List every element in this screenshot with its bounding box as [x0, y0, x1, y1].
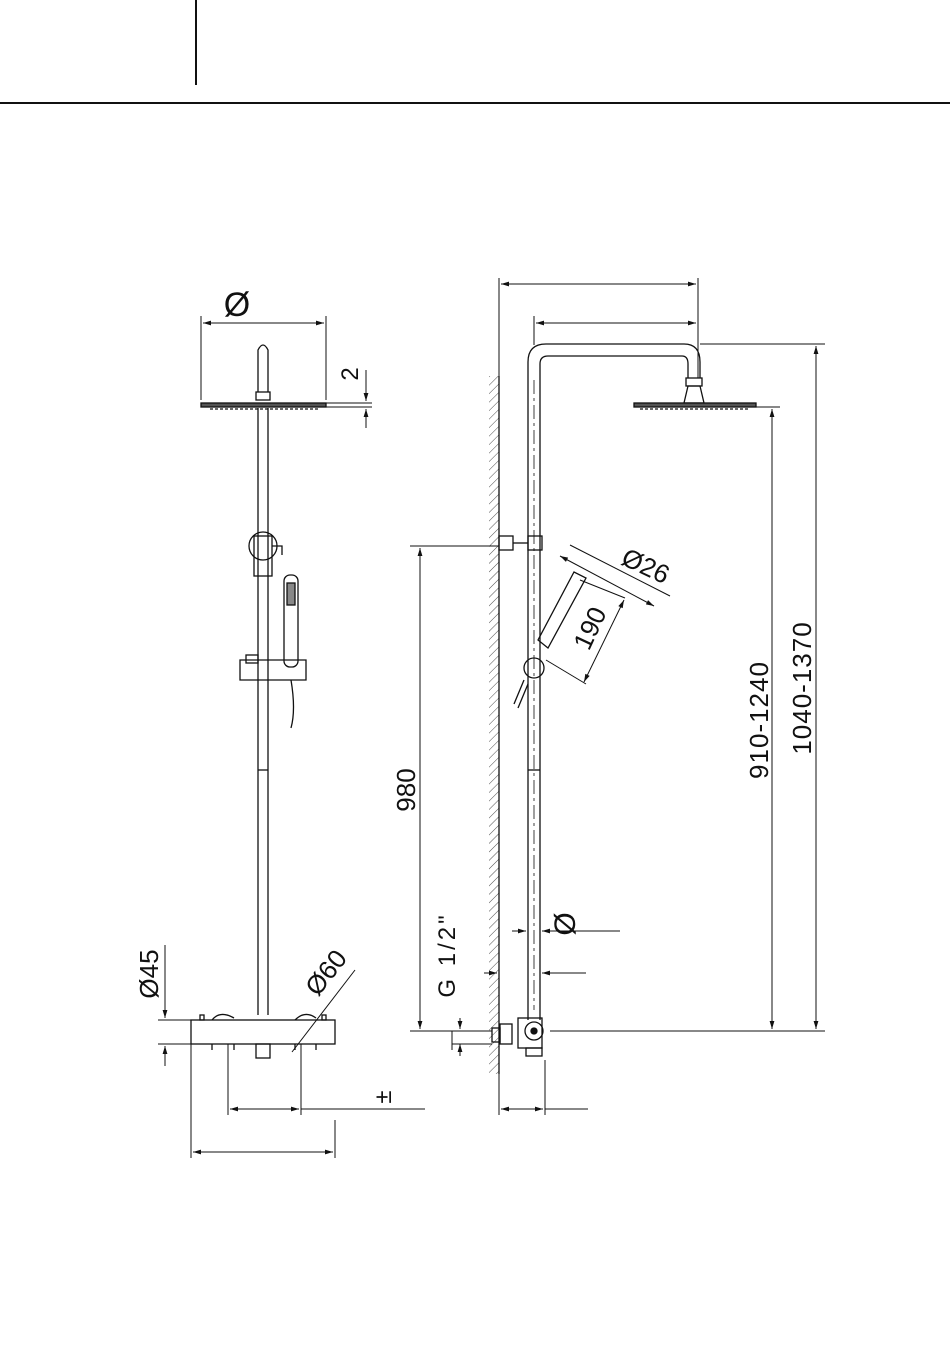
- header-frame: [0, 0, 950, 103]
- handle-diameter-label: Ø60: [299, 944, 353, 1001]
- head-height-range-label: 910-1240: [744, 661, 774, 779]
- thermostat-bar-front: [191, 1014, 335, 1058]
- hand-shower-length-label: 190: [567, 602, 613, 654]
- diverter-front: [249, 532, 282, 576]
- head-thickness-label: 2: [337, 367, 364, 380]
- riser-pipe-front: [258, 408, 268, 1015]
- hand-shower-front: [240, 575, 306, 728]
- inlet-height-label: 980: [391, 768, 421, 811]
- bar-diameter-label: Ø45: [134, 949, 164, 998]
- front-view: [158, 316, 425, 1158]
- total-height-range-label: 1040-1370: [787, 621, 817, 754]
- wall-section: [489, 376, 499, 1074]
- hand-shower-diameter-label: Ø26: [617, 542, 674, 590]
- front-dimension-lines: [158, 316, 425, 1158]
- shower-head-side: [634, 378, 756, 409]
- shower-head-front: [201, 345, 326, 409]
- wall-bracket-side: [499, 536, 542, 550]
- connection-thread-label: G 1/2": [434, 912, 461, 997]
- centre-distance-label: ±: [370, 1090, 397, 1103]
- pipe-diameter-label: Ø: [549, 912, 582, 935]
- head-diameter-label: Ø: [224, 286, 250, 324]
